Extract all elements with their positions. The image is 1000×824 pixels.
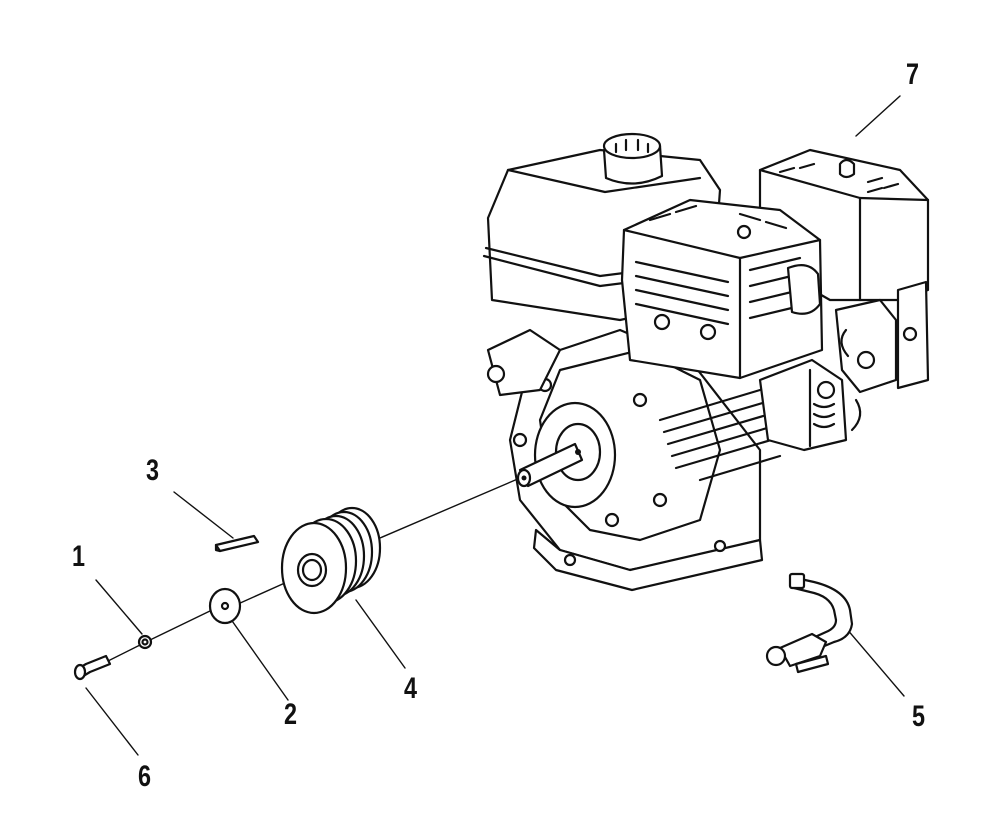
leader-line-7 bbox=[855, 95, 901, 137]
callout-6: 6 bbox=[138, 760, 152, 793]
axis-line-washer-disc bbox=[149, 609, 213, 641]
callout-1: 1 bbox=[72, 540, 86, 573]
engine-part-7 bbox=[482, 132, 930, 592]
leader-line-3 bbox=[173, 491, 234, 539]
fitting-part-5 bbox=[765, 572, 854, 674]
leader-line-2 bbox=[229, 617, 289, 701]
bolt-part-6 bbox=[73, 654, 112, 681]
leader-line-6 bbox=[85, 687, 139, 756]
leader-line-5 bbox=[845, 627, 905, 697]
axis-line-pulley-shaft bbox=[379, 477, 521, 539]
key-part-3 bbox=[214, 534, 260, 553]
callout-2: 2 bbox=[284, 698, 298, 731]
fan-shroud bbox=[620, 198, 824, 380]
pulley-part-4 bbox=[280, 506, 382, 615]
callout-5: 5 bbox=[912, 700, 926, 733]
callout-3: 3 bbox=[146, 454, 160, 487]
lock-washer-part-1 bbox=[137, 634, 153, 650]
callout-4: 4 bbox=[404, 672, 418, 705]
leader-line-1 bbox=[95, 579, 143, 635]
callout-7: 7 bbox=[906, 58, 920, 91]
leader-line-4 bbox=[355, 599, 406, 669]
flat-washer-part-2 bbox=[208, 587, 242, 625]
